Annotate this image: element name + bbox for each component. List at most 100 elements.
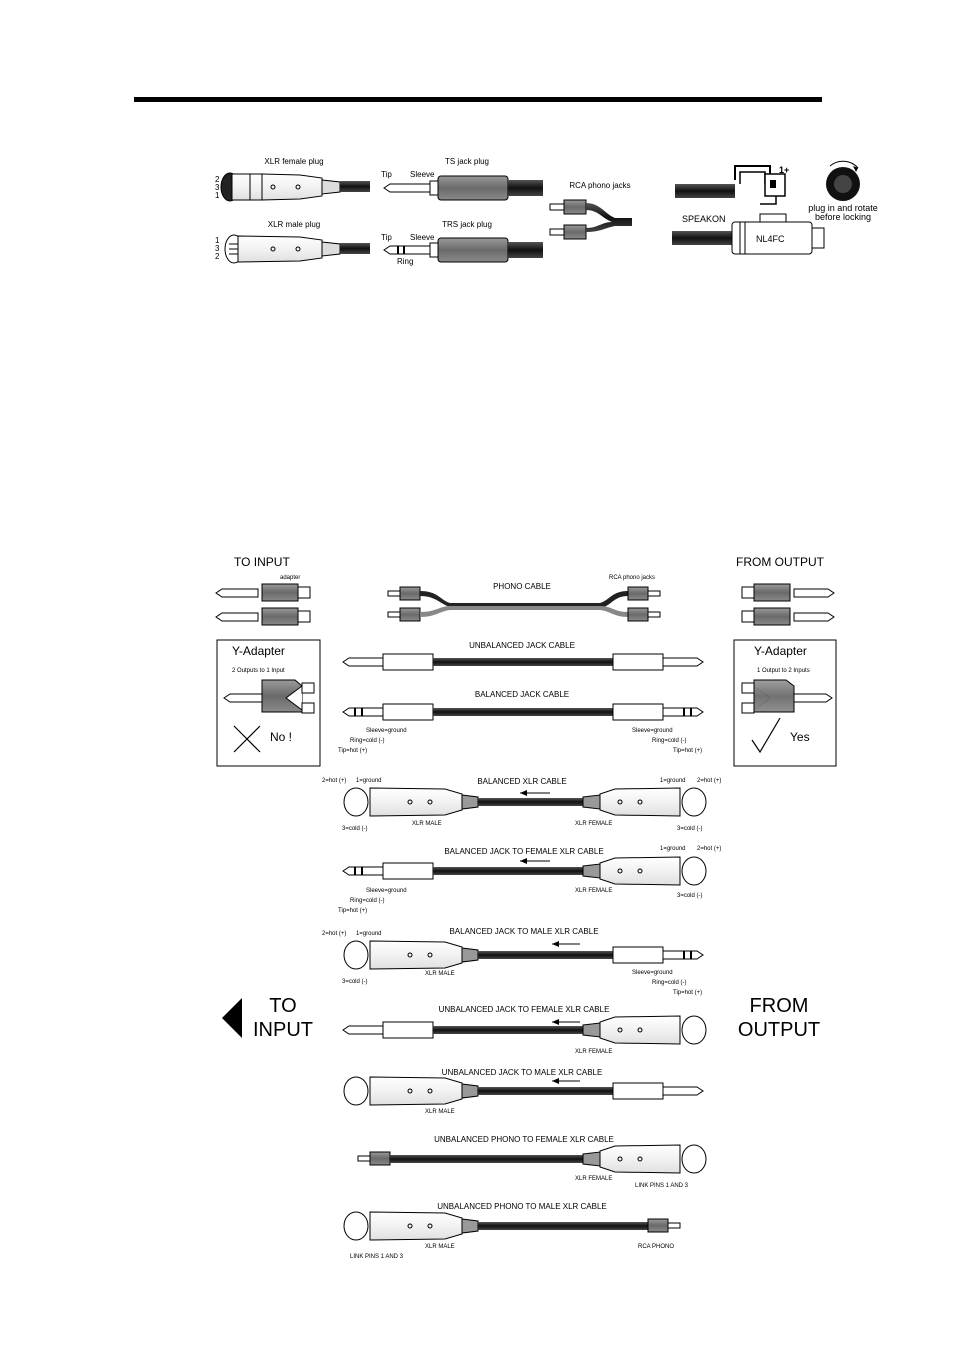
sleeve-label: Sleeve (410, 170, 435, 179)
balanced-jack-cable-drawing: BALANCED JACK CABLE Sleeve=ground Ring=c… (338, 690, 704, 754)
rca-phono-jacks-drawing: RCA phono jacks (549, 181, 632, 240)
y-adapter-right-title: Y-Adapter (754, 644, 807, 658)
rotate-instruction-line1: plug in and rotate (808, 203, 878, 213)
xlr-female-label: XLR FEMALE (575, 1049, 612, 1055)
xlr-male-plug-drawing: XLR male plug 1 3 2 (215, 220, 370, 264)
y-adapter-right-verdict: Yes (790, 730, 810, 744)
big-input-label: INPUT (253, 1019, 313, 1041)
big-from-label: FROM (750, 995, 809, 1017)
nl4fc-label: NL4FC (756, 234, 785, 244)
xlr-female-plug-label: XLR female plug (264, 157, 323, 166)
pin1-ground-label: 1=ground (356, 931, 382, 937)
pin2-hot-label: 2=hot (+) (322, 778, 346, 784)
pin3-cold-label: 3=cold (-) (677, 826, 703, 832)
xlr-male-pin-label: 1 (215, 236, 220, 245)
speakon-label: SPEAKON (682, 214, 726, 224)
unbalanced-jack-female-xlr-label: UNBALANCED JACK TO FEMALE XLR CABLE (439, 1005, 610, 1014)
y-adapter-no-box: Y-Adapter 2 Outputs to 1 Input No ! (216, 639, 321, 767)
cables-section: TO INPUT FROM OUTPUT adapter PHONO CABLE… (215, 555, 837, 1260)
unbalanced-jack-cable-label: UNBALANCED JACK CABLE (469, 641, 575, 650)
xlr-female-plug-drawing: XLR female plug 2 3 1 (215, 157, 370, 202)
unbalanced-jack-to-male-xlr-drawing: UNBALANCED JACK TO MALE XLR CABLE XLR MA… (343, 1068, 704, 1115)
xlr-female-pin-label: 2 (215, 175, 220, 184)
tip-hot-label: Tip=hot (+) (338, 908, 367, 914)
balanced-jack-to-female-xlr-drawing: BALANCED JACK TO FEMALE XLR CABLE Sleeve… (338, 846, 721, 914)
balanced-jack-cable-label: BALANCED JACK CABLE (475, 690, 569, 699)
pin3-cold-label: 3=cold (-) (677, 893, 703, 899)
rotate-lock-icon: plug in and rotate before locking (808, 160, 878, 222)
sleeve-label: Sleeve (410, 233, 435, 242)
unbalanced-jack-cable-drawing: UNBALANCED JACK CABLE (342, 641, 704, 671)
pin3-cold-label: 3=cold (-) (342, 979, 368, 985)
pin1-ground-label: 1=ground (356, 778, 382, 784)
unbalanced-phono-female-xlr-label: UNBALANCED PHONO TO FEMALE XLR CABLE (434, 1135, 614, 1144)
cross-mark-icon (233, 725, 261, 753)
left-arrow-icon (222, 998, 242, 1038)
phono-cable-label: PHONO CABLE (493, 582, 551, 591)
balanced-xlr-cable-label: BALANCED XLR CABLE (477, 777, 566, 786)
big-output-label: OUTPUT (738, 1019, 820, 1041)
balanced-jack-male-xlr-label: BALANCED JACK TO MALE XLR CABLE (449, 927, 598, 936)
header-rule (134, 97, 822, 102)
xlr-female-label: XLR FEMALE (575, 821, 612, 827)
pin2-hot-label: 2=hot (+) (322, 931, 346, 937)
left-adapters: adapter (215, 575, 311, 626)
balanced-jack-to-male-xlr-drawing: BALANCED JACK TO MALE XLR CABLE 2=hot (+… (322, 927, 704, 996)
speakon-connector-drawing: 1+ SPEAKON NL4FC (672, 165, 825, 255)
ts-jack-plug-label: TS jack plug (445, 157, 489, 166)
direction-labels: TO INPUT FROM OUTPUT (222, 995, 820, 1041)
pin2-hot-label: 2=hot (+) (697, 846, 721, 852)
balanced-jack-female-xlr-label: BALANCED JACK TO FEMALE XLR CABLE (444, 847, 603, 856)
to-input-heading: TO INPUT (234, 555, 290, 569)
y-adapter-left-title: Y-Adapter (232, 644, 285, 658)
y-adapter-right-subtitle: 1 Output to 2 Inputs (757, 668, 810, 674)
unbalanced-phono-to-female-xlr-drawing: UNBALANCED PHONO TO FEMALE XLR CABLE XLR… (357, 1135, 707, 1189)
rca-label: RCA phono jacks (569, 181, 630, 190)
ring-cold-label: Ring=cold (-) (350, 898, 385, 904)
sleeve-ground-label: Sleeve=ground (632, 970, 673, 976)
adapter-label: adapter (280, 575, 300, 581)
balanced-xlr-cable-drawing: BALANCED XLR CABLE 2=hot (+) 1=ground 3=… (322, 777, 721, 832)
xlr-female-label: XLR FEMALE (575, 1176, 612, 1182)
tip-label: Tip (381, 170, 392, 179)
sleeve-ground-label: Sleeve=ground (366, 728, 407, 734)
from-output-heading: FROM OUTPUT (736, 555, 825, 569)
unbalanced-jack-male-xlr-label: UNBALANCED JACK TO MALE XLR CABLE (442, 1068, 603, 1077)
rca-phono-label: RCA PHONO (638, 1244, 674, 1250)
rca-jacks-label: RCA phono jacks (609, 575, 655, 581)
pin3-cold-label: 3=cold (-) (342, 826, 368, 832)
xlr-female-pin-label: 3 (215, 183, 220, 192)
xlr-male-label: XLR MALE (425, 1244, 455, 1250)
sleeve-ground-label: Sleeve=ground (366, 888, 407, 894)
unbalanced-jack-to-female-xlr-drawing: UNBALANCED JACK TO FEMALE XLR CABLE XLR … (342, 1005, 707, 1055)
tip-hot-label: Tip=hot (+) (673, 990, 702, 996)
tip-hot-label: Tip=hot (+) (673, 748, 702, 754)
xlr-male-label: XLR MALE (412, 821, 442, 827)
ts-jack-plug-drawing: TS jack plug Tip Sleeve (381, 157, 543, 201)
unbalanced-phono-to-male-xlr-drawing: UNBALANCED PHONO TO MALE XLR CABLE LINK … (343, 1202, 681, 1260)
xlr-male-label: XLR MALE (425, 971, 455, 977)
unbalanced-phono-male-xlr-label: UNBALANCED PHONO TO MALE XLR CABLE (437, 1202, 607, 1211)
xlr-male-pin-label: 2 (215, 252, 220, 261)
rotate-instruction-line2: before locking (815, 212, 871, 222)
tip-hot-label: Tip=hot (+) (338, 748, 367, 754)
y-adapter-yes-box: Y-Adapter 1 Output to 2 Inputs Yes (733, 639, 837, 767)
ring-cold-label: Ring=cold (-) (350, 738, 385, 744)
connector-overview: XLR female plug 2 3 1 XLR male plug 1 3 … (215, 157, 878, 266)
sleeve-ground-label: Sleeve=ground (632, 728, 673, 734)
trs-jack-plug-drawing: TRS jack plug Tip Sleeve Ring (381, 220, 543, 266)
pin1-ground-label: 1=ground (660, 846, 686, 852)
phono-cable-drawing: PHONO CABLE RCA phono jacks (387, 575, 661, 622)
big-to-label: TO (269, 995, 296, 1017)
tip-label: Tip (381, 233, 392, 242)
speakon-pin-label: 1+ (779, 165, 789, 175)
y-adapter-left-subtitle: 2 Outputs to 1 Input (232, 668, 285, 674)
xlr-female-label: XLR FEMALE (575, 888, 612, 894)
y-adapter-left-verdict: No ! (270, 730, 292, 744)
pin1-ground-label: 1=ground (660, 778, 686, 784)
xlr-male-pin-label: 3 (215, 244, 220, 253)
check-mark-icon (751, 717, 781, 754)
xlr-male-plug-label: XLR male plug (268, 220, 320, 229)
trs-jack-plug-label: TRS jack plug (442, 220, 492, 229)
